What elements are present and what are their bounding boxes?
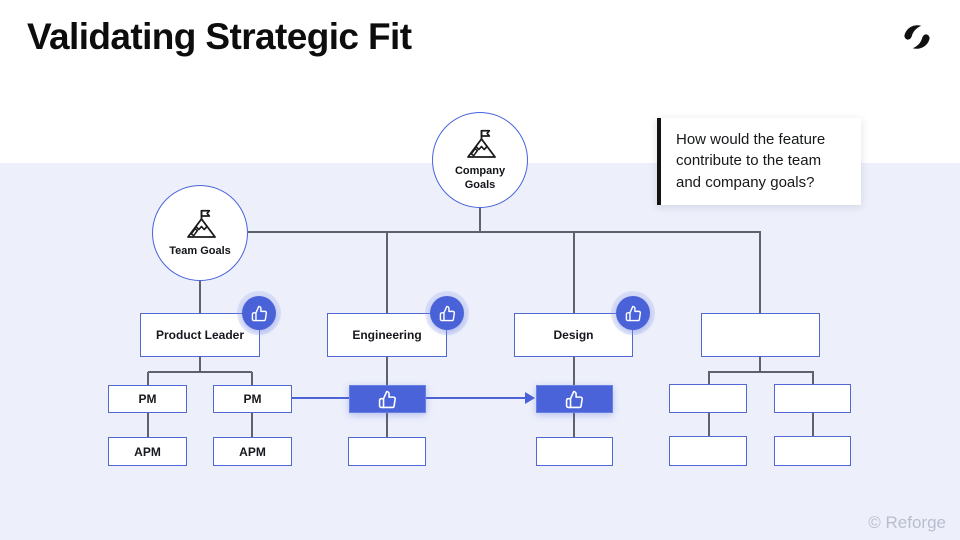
connector-design-child: [573, 357, 575, 385]
callout-text: How would the feature contribute to the …: [676, 131, 826, 191]
connector-endorsed-arrow-line: [426, 397, 526, 399]
mountain-flag-icon: [467, 130, 496, 159]
connector-pm2-top: [251, 372, 253, 385]
reforge-logo-icon: [904, 25, 930, 49]
box-design: Design: [514, 313, 633, 357]
connector-teamgoals-drop: [199, 281, 201, 313]
connector-engineering-grandchild: [386, 413, 388, 437]
box-apm-1: APM: [108, 437, 187, 466]
box-product-leader: Product Leader: [140, 313, 260, 357]
box-apm-2: APM: [213, 437, 292, 466]
box-dept4-grandchild-b: [774, 436, 851, 466]
thumbs-up-icon: [378, 390, 396, 408]
thumbs-up-icon: [565, 390, 583, 408]
thumbs-up-icon: [251, 305, 267, 321]
connector-productleader-drop: [199, 357, 201, 372]
box-engineering-grandchild: [348, 437, 426, 466]
connector-main-horizontal: [248, 231, 761, 233]
box-dept4-child-a: [669, 384, 747, 413]
connector-pm2-to-endorsed: [292, 397, 349, 399]
box-label: APM: [239, 444, 266, 459]
thumbs-up-icon: [625, 305, 641, 321]
connector-company-drop: [479, 207, 481, 233]
team-goals-node: Team Goals: [152, 185, 248, 281]
connector-pm1-top: [147, 372, 149, 385]
connector-productleader-split: [148, 371, 252, 373]
connector-pm2-apm2: [251, 413, 253, 437]
connector-design-drop: [573, 232, 575, 313]
box-pm-1: PM: [108, 385, 187, 413]
box-label: PM: [138, 392, 157, 406]
connector-design-grandchild: [573, 413, 575, 437]
box-label: PM: [243, 392, 262, 406]
box-label: Design: [553, 328, 594, 342]
box-label: APM: [134, 444, 161, 459]
watermark: © Reforge: [868, 513, 946, 532]
box-label: Engineering: [352, 328, 422, 342]
box-dept4-grandchild-a: [669, 436, 747, 466]
endorse-badge-engineering: [430, 296, 464, 330]
callout-box: How would the feature contribute to the …: [657, 118, 861, 205]
goal-label: Team Goals: [169, 245, 231, 258]
company-goals-node: Company Goals: [432, 112, 528, 208]
box-design-grandchild: [536, 437, 613, 466]
box-endorsed-design: [536, 385, 613, 413]
goal-label: Company Goals: [454, 165, 506, 191]
box-endorsed-engineering: [349, 385, 426, 413]
connector-pm1-apm1: [147, 413, 149, 437]
connector-dept4-grandA: [708, 413, 710, 436]
connector-dept4-down: [759, 357, 761, 372]
connector-dept4-split: [708, 371, 814, 373]
arrowhead-icon: [525, 392, 535, 404]
endorse-badge-design: [616, 296, 650, 330]
endorse-badge-product-leader: [242, 296, 276, 330]
connector-dept4-childA-top: [708, 372, 710, 384]
connector-dept4-drop: [759, 232, 761, 313]
box-dept4-empty: [701, 313, 820, 357]
box-engineering: Engineering: [327, 313, 447, 357]
mountain-flag-icon: [187, 209, 216, 239]
connector-dept4-childB-top: [812, 372, 814, 384]
page-title: Validating Strategic Fit: [27, 16, 412, 57]
box-dept4-child-b: [774, 384, 851, 413]
connector-dept4-grandB: [812, 413, 814, 436]
box-pm-2: PM: [213, 385, 292, 413]
thumbs-up-icon: [439, 305, 455, 321]
box-label: Product Leader: [155, 328, 245, 342]
connector-engineering-drop: [386, 232, 388, 313]
connector-engineering-child: [386, 357, 388, 385]
